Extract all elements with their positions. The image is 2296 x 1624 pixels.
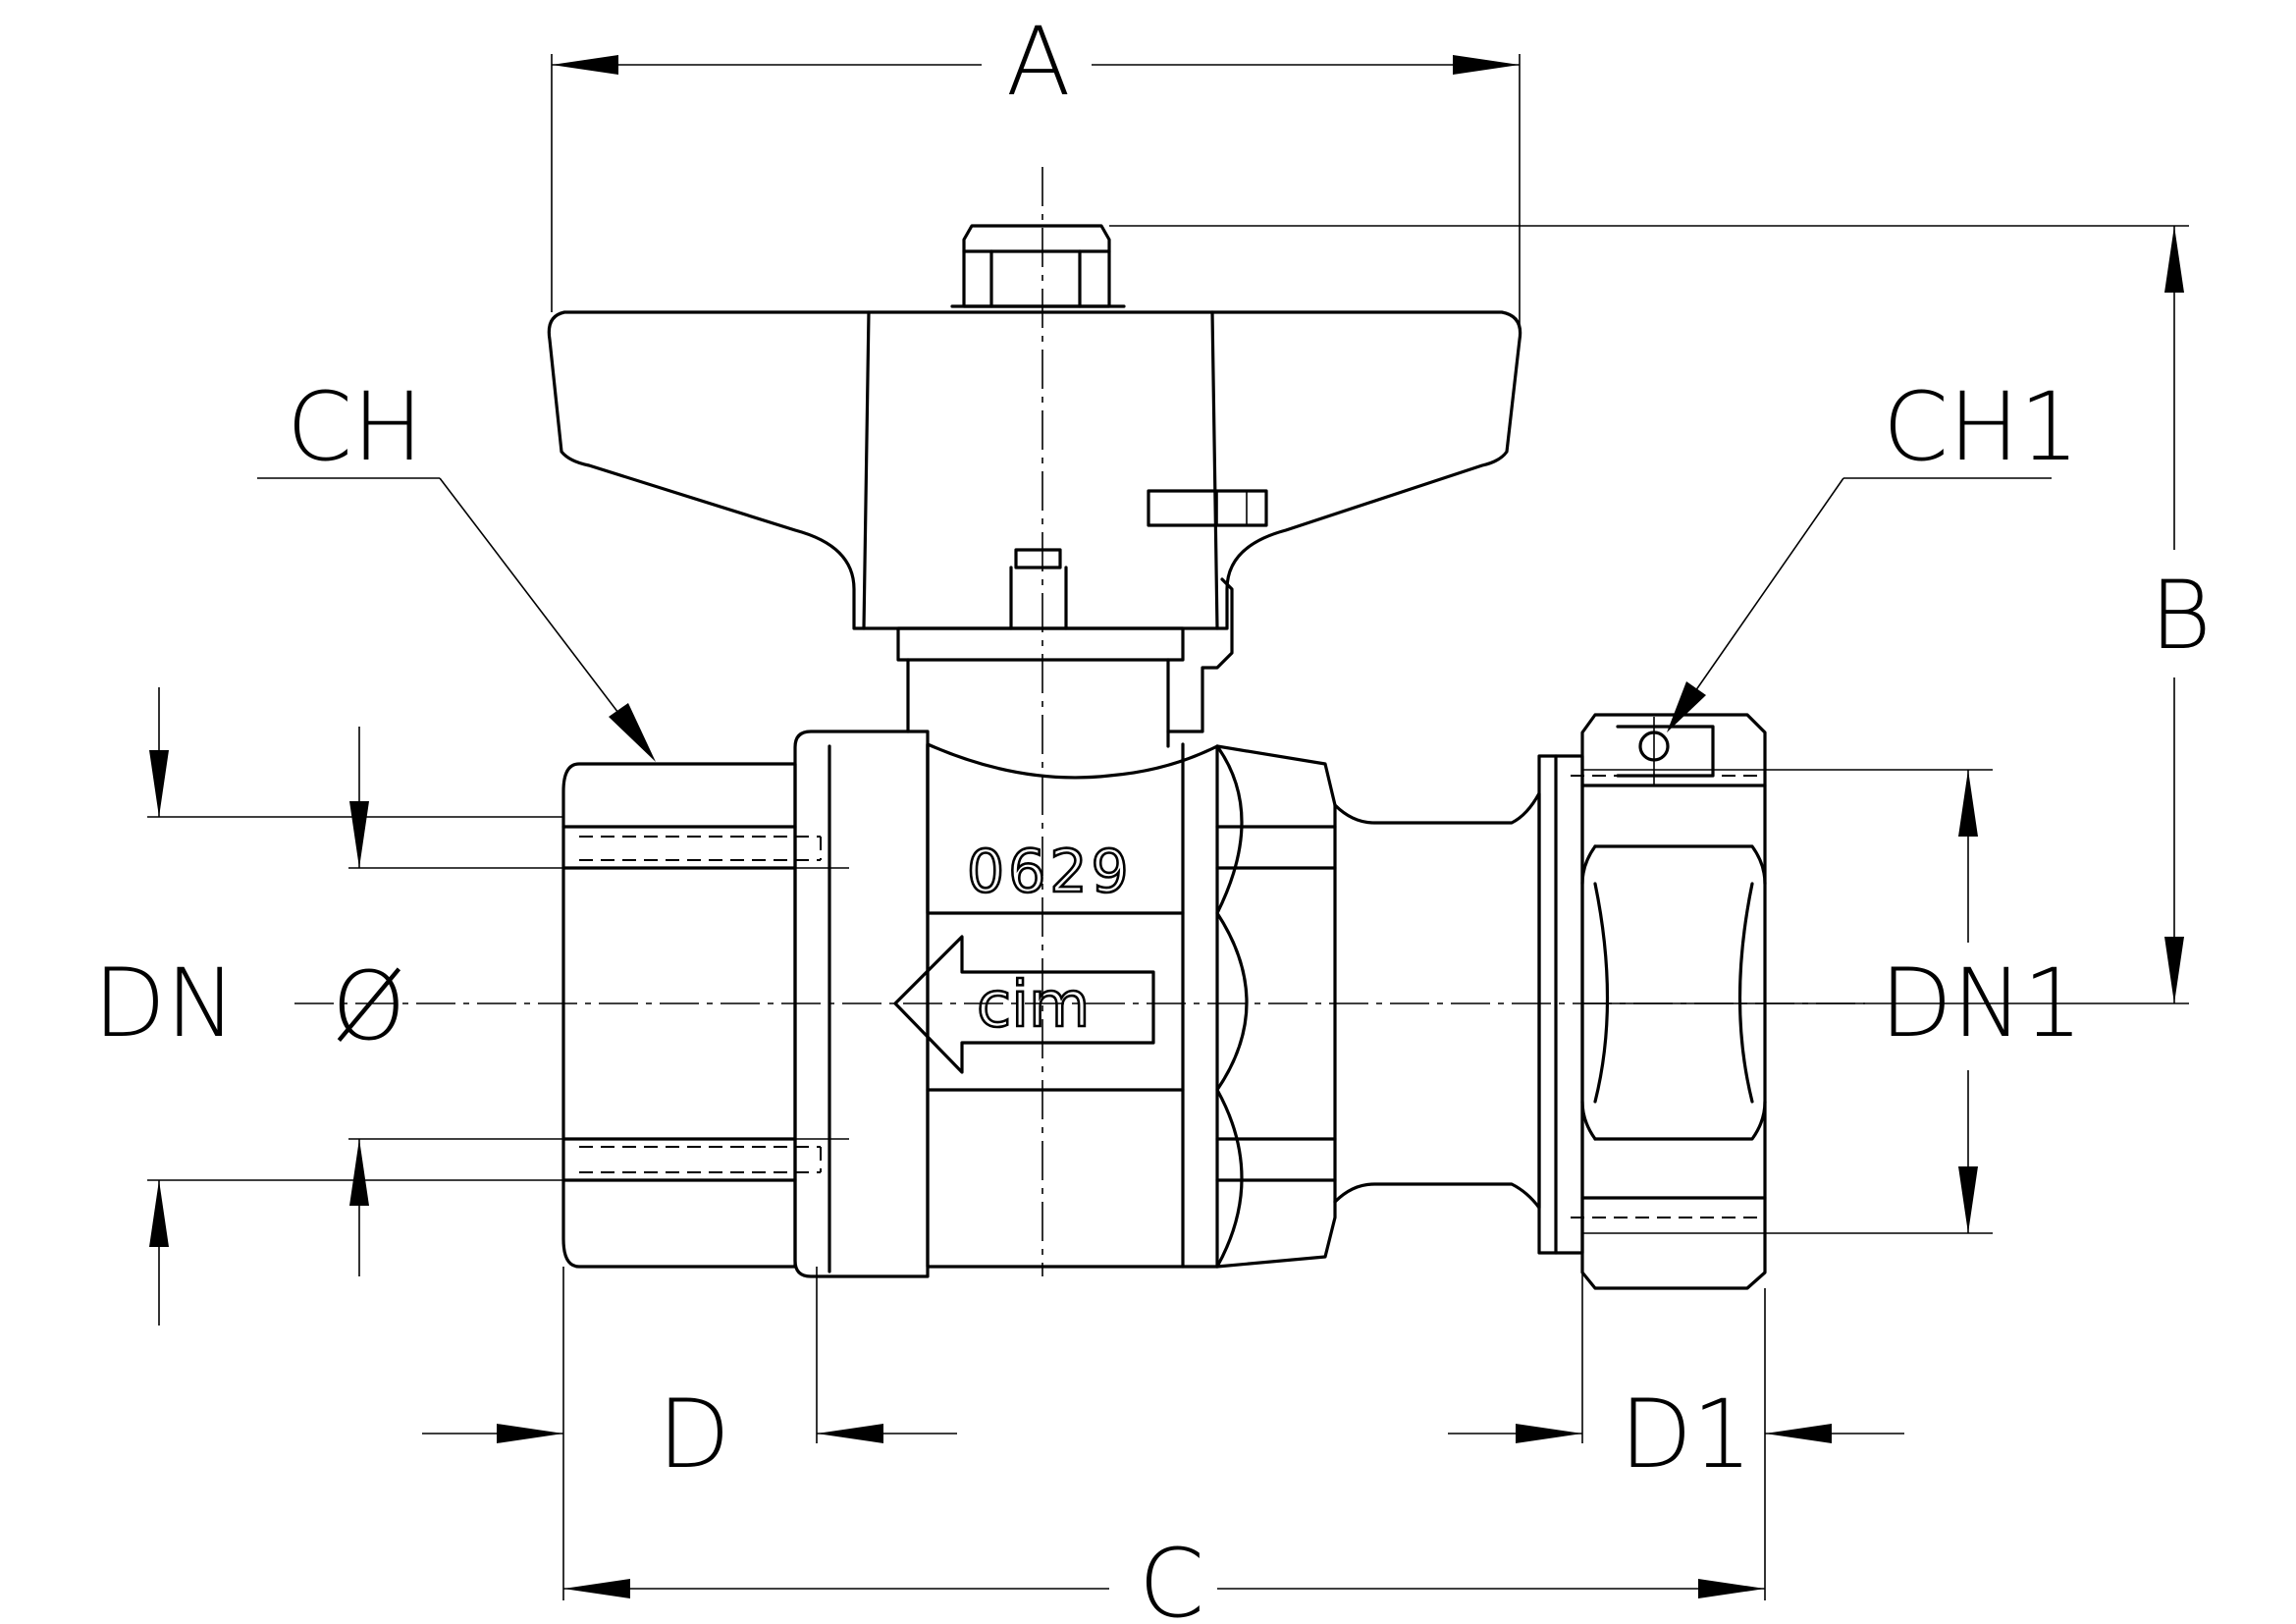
lock-indicator — [1147, 489, 1268, 527]
left-female-end — [561, 762, 822, 1269]
body-marking-text: 0629 — [967, 838, 1133, 906]
label-DN: DN — [93, 948, 237, 1058]
butterfly-handle — [547, 224, 1522, 748]
dimension-diameter: Ø — [332, 727, 849, 1276]
stem-collar — [896, 626, 1185, 662]
dimension-D: D — [422, 1267, 957, 1489]
label-D1: D1 — [1620, 1380, 1752, 1489]
flange-ring — [793, 730, 930, 1278]
label-CH1: CH1 — [1883, 372, 2079, 482]
dimension-DN: DN — [93, 687, 563, 1326]
label-D: D — [658, 1380, 730, 1489]
label-B: B — [2150, 561, 2212, 671]
handle-wings — [547, 310, 1522, 630]
union-ring — [1537, 754, 1584, 1255]
dimension-C: C — [562, 1267, 1766, 1624]
valve-body: 0629 cim — [893, 742, 1337, 1269]
body-flange — [793, 730, 930, 1278]
label-A: A — [1006, 7, 1071, 117]
right-neck — [1333, 754, 1584, 1255]
handle-nut — [962, 224, 1111, 308]
label-C: C — [1139, 1529, 1204, 1624]
left-hex — [561, 762, 797, 1269]
dimension-D1: D1 — [1448, 1272, 1904, 1489]
label-DN1: DN1 — [1880, 948, 2083, 1058]
leader-CH: CH — [257, 372, 656, 762]
union-nut-hex — [1580, 713, 1767, 1290]
body-shell — [926, 742, 1219, 1269]
label-CH: CH — [287, 372, 423, 482]
label-diameter: Ø — [332, 951, 406, 1061]
flow-arrow-icon — [893, 935, 1155, 1074]
dimension-DN1: DN1 — [1582, 769, 2083, 1234]
dimension-B: B — [1109, 225, 2212, 1004]
dimension-A: A — [551, 7, 1521, 334]
center-lines — [294, 167, 1865, 1276]
leader-CH1: CH1 — [1667, 372, 2079, 732]
brand-logo-text: cim — [977, 969, 1090, 1042]
union-nut — [1571, 713, 1767, 1290]
